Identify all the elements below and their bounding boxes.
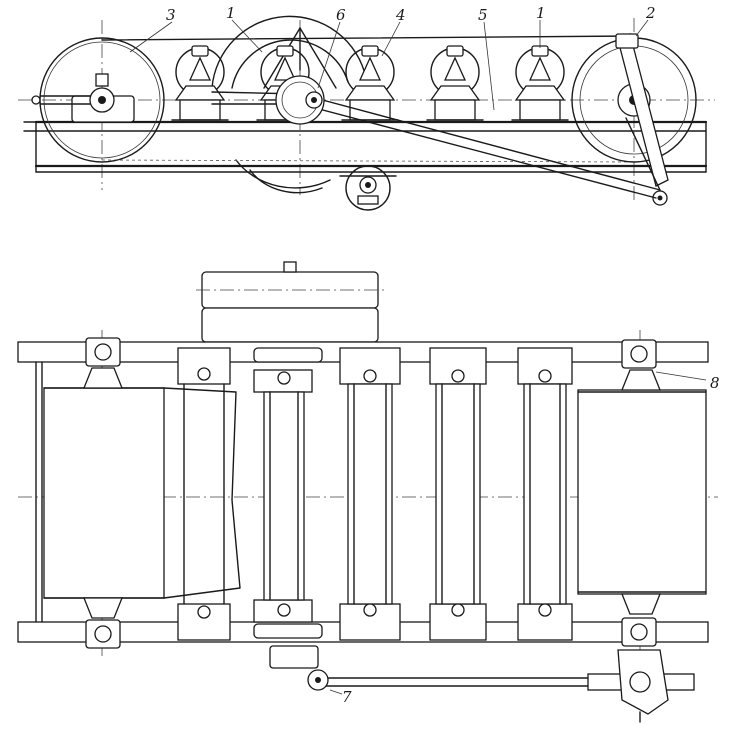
side-elevation — [18, 15, 715, 211]
belt-upper — [101, 35, 635, 41]
callout-label: 5 — [478, 6, 488, 24]
belt-lower — [101, 159, 635, 163]
idler-roller — [429, 347, 487, 641]
callout-label: 3 — [166, 6, 176, 24]
drive-drum — [577, 339, 707, 647]
plan-view — [17, 261, 718, 723]
idler-roller — [177, 347, 231, 641]
gear-motor — [196, 261, 386, 343]
idler-roller — [426, 45, 484, 121]
idler-roller — [517, 347, 573, 641]
callout-label: 4 — [395, 6, 406, 24]
callout-label: 7 — [342, 688, 352, 706]
callout-label: 1 — [536, 4, 546, 22]
idler-roller — [253, 347, 323, 639]
callout-label: 2 — [645, 4, 656, 22]
tail-drum — [31, 37, 165, 163]
crank-lever — [615, 33, 669, 206]
idler-roller — [341, 45, 399, 121]
callout-label: 8 — [710, 374, 720, 392]
idler-roller — [339, 347, 401, 641]
callout-label: 1 — [226, 4, 236, 22]
idler-roller — [511, 45, 569, 121]
connecting-rod — [211, 75, 661, 199]
connecting-rod — [269, 645, 695, 723]
frame — [23, 120, 708, 173]
idler-rollers — [171, 45, 569, 121]
tail-drum — [43, 337, 241, 649]
take-up-pulley — [339, 165, 397, 211]
callout-label: 6 — [336, 6, 346, 24]
idler-roller — [171, 45, 229, 121]
idler-rollers — [177, 347, 573, 641]
callouts: 3 1 6 4 5 1 2 8 7 — [166, 4, 720, 706]
